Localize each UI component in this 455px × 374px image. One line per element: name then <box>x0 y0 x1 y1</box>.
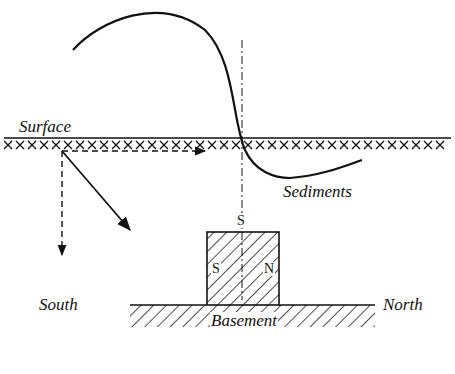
direction-label: South <box>38 296 79 313</box>
surface-label: Surface <box>18 118 72 135</box>
basement-top <box>279 304 375 306</box>
basement-top <box>130 304 207 306</box>
horizontal-component-arrow <box>62 150 205 151</box>
surface-crosses <box>4 141 444 149</box>
total-field-arrow <box>62 151 130 230</box>
direction-label: North <box>382 296 424 313</box>
pole-label: S <box>236 214 246 228</box>
pole-label: N <box>263 262 275 276</box>
surface-line <box>4 137 451 139</box>
sediments-label: Sediments <box>282 183 353 200</box>
pole-label: S <box>211 262 221 276</box>
basement-label: Basement <box>210 312 278 329</box>
basement-uplift <box>207 232 279 305</box>
vertical-component-arrow <box>61 151 62 255</box>
anomaly-curve <box>73 13 362 178</box>
